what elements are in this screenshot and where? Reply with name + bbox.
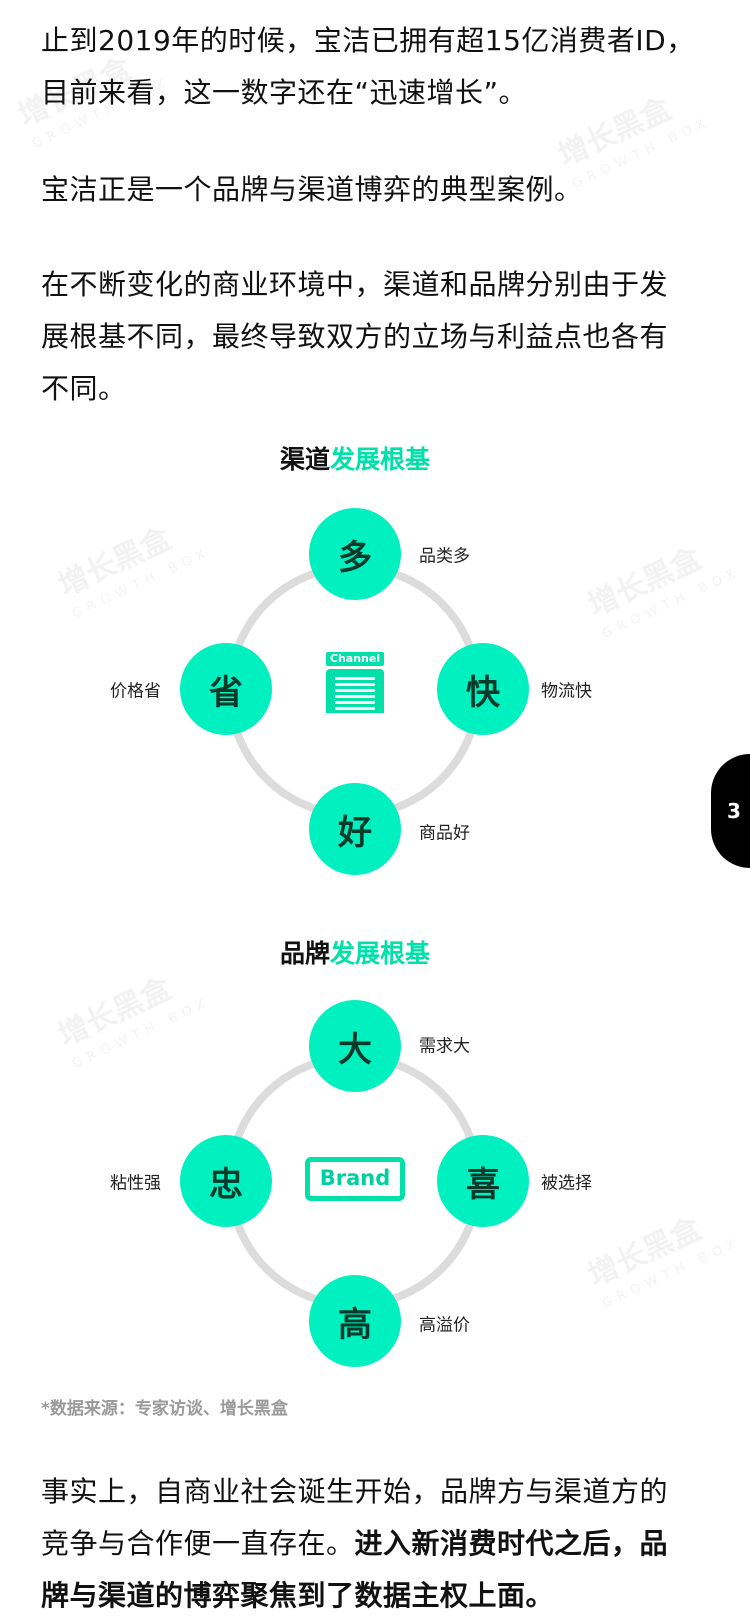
channel-label-fast: 物流快 [541, 681, 592, 702]
text-line: 牌与渠道的博弈聚焦到了数据主权上面。 [41, 1579, 555, 1612]
paragraph-1: 止到2019年的时候，宝洁已拥有超15亿消费者ID， 目前来看，这一数字还在“迅… [41, 15, 711, 119]
channel-node-more: 多 [309, 508, 401, 600]
brand-diagram-title: 品牌发展根基 [279, 939, 431, 968]
page-number-badge: 3 [711, 754, 750, 868]
text-line: 展根基不同，最终导致双方的立场与利益点也各有 [41, 320, 669, 353]
channel-label-save: 价格省 [110, 681, 161, 702]
channel-store-icon: Channel [326, 652, 384, 714]
brand-logo-icon: Brand [305, 1157, 405, 1201]
paragraph-2: 宝洁正是一个品牌与渠道博弈的典型案例。 [41, 173, 583, 206]
text-line: 止到2019年的时候，宝洁已拥有超15亿消费者ID， [41, 24, 695, 57]
brand-node-like: 喜 [437, 1135, 529, 1227]
brand-label-high: 高溢价 [419, 1315, 470, 1336]
brand-label-loyal: 粘性强 [110, 1173, 161, 1194]
channel-label-more: 品类多 [419, 546, 470, 567]
text-line: 竞争与合作便一直存在。进入新消费时代之后，品 [41, 1527, 669, 1560]
text-line: 目前来看，这一数字还在“迅速增长”。 [41, 76, 528, 109]
brand-node-high: 高 [309, 1275, 401, 1367]
text-line: 事实上，自商业社会诞生开始，品牌方与渠道方的 [41, 1475, 669, 1508]
closing-paragraph: 事实上，自商业社会诞生开始，品牌方与渠道方的 竞争与合作便一直存在。进入新消费时… [41, 1466, 711, 1622]
text-line: 在不断变化的商业环境中，渠道和品牌分别由于发 [41, 268, 669, 301]
brand-node-big: 大 [309, 1000, 401, 1092]
channel-diagram-title: 渠道发展根基 [279, 445, 431, 474]
channel-label-good: 商品好 [419, 823, 470, 844]
brand-label-like: 被选择 [541, 1173, 592, 1194]
paragraph-3: 在不断变化的商业环境中，渠道和品牌分别由于发 展根基不同，最终导致双方的立场与利… [41, 259, 711, 415]
channel-node-fast: 快 [437, 643, 529, 735]
brand-label-big: 需求大 [419, 1036, 470, 1057]
brand-node-loyal: 忠 [180, 1135, 272, 1227]
channel-node-good: 好 [309, 783, 401, 875]
source-note: *数据来源：专家访谈、增长黑盒 [41, 1399, 288, 1419]
text-line: 不同。 [41, 372, 127, 405]
channel-node-save: 省 [180, 643, 272, 735]
